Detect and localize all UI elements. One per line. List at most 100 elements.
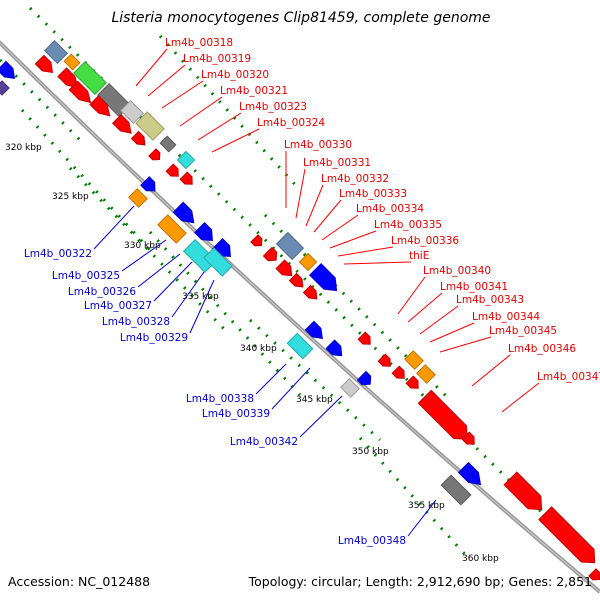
gene-label-forward[interactable]: Lm4b_00320	[201, 69, 269, 81]
gene-label-forward[interactable]: Lm4b_00333	[339, 188, 407, 200]
gene-label-leader	[337, 246, 394, 257]
gene-feature[interactable]	[416, 364, 436, 384]
gene-label-forward[interactable]: Lm4b_00335	[374, 219, 442, 231]
gene-feature-reverse[interactable]	[140, 176, 156, 192]
gene-feature-forward[interactable]	[130, 130, 146, 146]
gene-label-reverse[interactable]: Lm4b_00327	[84, 300, 152, 312]
gene-label-forward[interactable]: Lm4b_00318	[165, 37, 233, 49]
gene-feature-forward[interactable]	[262, 246, 278, 262]
gene-label-reverse[interactable]: Lm4b_00329	[120, 332, 188, 344]
gene-feature-reverse[interactable]	[325, 339, 343, 357]
tick-label: 360 kbp	[462, 554, 499, 564]
gene-label-forward[interactable]: Lm4b_00344	[472, 311, 540, 323]
gene-feature-forward[interactable]	[148, 148, 161, 161]
gene-label-forward[interactable]: Lm4b_00319	[183, 53, 251, 65]
gene-label-forward[interactable]: Lm4b_00331	[303, 157, 371, 169]
gene-label-forward[interactable]: Lm4b_00321	[220, 85, 288, 97]
gene-feature-reverse[interactable]	[457, 461, 482, 486]
gene-label-forward[interactable]: Lm4b_00332	[321, 173, 389, 185]
gene-label-leader	[407, 499, 437, 537]
gene-feature-forward[interactable]	[302, 284, 318, 300]
gene-label-reverse[interactable]: Lm4b_00322	[24, 248, 92, 260]
gene-feature-forward[interactable]	[417, 389, 468, 440]
gene-feature[interactable]	[157, 214, 187, 244]
gene-feature[interactable]	[404, 350, 424, 370]
gene-label-leader	[121, 239, 167, 272]
gene-feature-forward[interactable]	[275, 259, 293, 277]
gene-label-leader	[343, 261, 412, 265]
gene-feature-reverse[interactable]	[356, 370, 372, 386]
gene-label-leader	[321, 214, 359, 241]
gene-label-forward[interactable]: Lm4b_00334	[356, 203, 424, 215]
gene-feature[interactable]	[298, 252, 318, 272]
gene-label-reverse[interactable]: Lm4b_00339	[202, 408, 270, 420]
gene-label-reverse[interactable]: Lm4b_00348	[338, 535, 406, 547]
gene-feature-reverse[interactable]	[308, 262, 338, 292]
gene-feature[interactable]	[176, 150, 196, 170]
gene-feature-forward[interactable]	[377, 353, 391, 367]
gene-feature[interactable]	[440, 474, 472, 506]
gene-label-forward[interactable]: Lm4b_00323	[239, 101, 307, 113]
gene-label-leader	[299, 395, 343, 438]
gene-feature-forward[interactable]	[89, 95, 111, 117]
tick-line	[158, 34, 302, 192]
gene-label-leader	[161, 80, 204, 109]
gene-feature-forward[interactable]	[461, 431, 475, 445]
gene-feature-reverse[interactable]	[172, 201, 195, 224]
gene-feature[interactable]	[159, 135, 177, 153]
gene-feature-forward[interactable]	[179, 171, 193, 185]
gene-feature[interactable]	[286, 332, 314, 360]
gene-label-forward[interactable]: Lm4b_00340	[423, 265, 491, 277]
gene-feature-reverse[interactable]	[193, 221, 213, 241]
gene-label-forward[interactable]: Lm4b_00345	[489, 325, 557, 337]
gene-feature[interactable]	[135, 111, 165, 141]
gene-label-forward[interactable]: thiE	[409, 250, 429, 262]
gene-feature[interactable]	[119, 99, 145, 125]
gene-feature[interactable]	[43, 39, 69, 65]
gene-feature-reverse[interactable]	[0, 80, 10, 96]
gene-label-forward[interactable]: Lm4b_00324	[257, 117, 325, 129]
gene-feature-forward[interactable]	[538, 506, 596, 564]
gene-label-leader	[501, 382, 540, 413]
gene-label-forward[interactable]: Lm4b_00336	[391, 235, 459, 247]
gene-feature[interactable]	[275, 231, 305, 261]
tick-label: 325 kbp	[52, 192, 89, 202]
gene-feature-forward[interactable]	[111, 113, 132, 134]
tick-label: 330 kbp	[124, 241, 161, 251]
gene-label-reverse[interactable]: Lm4b_00326	[68, 286, 136, 298]
gene-feature[interactable]	[72, 60, 108, 96]
gene-feature-forward[interactable]	[34, 54, 53, 73]
tick-label: 335 kbp	[182, 292, 219, 302]
gene-label-forward[interactable]: Lm4b_00347	[537, 371, 600, 383]
gene-feature[interactable]	[63, 53, 81, 71]
gene-feature-forward[interactable]	[250, 234, 263, 247]
gene-label-leader	[135, 48, 168, 87]
gene-label-reverse[interactable]: Lm4b_00338	[186, 393, 254, 405]
gene-feature-reverse[interactable]	[0, 60, 15, 79]
gene-feature[interactable]	[340, 378, 360, 398]
gene-feature-forward[interactable]	[357, 331, 371, 345]
gene-feature-forward[interactable]	[391, 365, 405, 379]
gene-feature[interactable]	[128, 188, 148, 208]
gene-label-leader	[329, 230, 377, 249]
gene-feature-forward[interactable]	[165, 163, 179, 177]
gene-label-forward[interactable]: Lm4b_00341	[440, 281, 508, 293]
gene-feature-forward[interactable]	[68, 80, 92, 104]
gene-label-forward[interactable]: Lm4b_00330	[284, 139, 352, 151]
gene-feature-forward[interactable]	[503, 471, 543, 511]
gene-label-forward[interactable]: Lm4b_00346	[508, 343, 576, 355]
gene-label-forward[interactable]: Lm4b_00343	[456, 294, 524, 306]
gene-feature-forward[interactable]	[288, 272, 304, 288]
gene-label-leader	[93, 205, 135, 250]
gene-label-reverse[interactable]: Lm4b_00328	[102, 316, 170, 328]
gene-label-leader	[147, 64, 186, 97]
map-title: Listeria monocytogenes Clip81459, comple…	[111, 10, 490, 26]
gene-label-reverse[interactable]: Lm4b_00342	[230, 436, 298, 448]
gene-feature[interactable]	[203, 247, 233, 277]
tick-line	[148, 230, 302, 397]
gene-feature-forward[interactable]	[588, 568, 600, 581]
gene-label-leader	[407, 292, 443, 323]
gene-label-reverse[interactable]: Lm4b_00325	[52, 270, 120, 282]
gene-feature-reverse[interactable]	[304, 320, 323, 339]
gene-feature-forward[interactable]	[405, 375, 419, 389]
